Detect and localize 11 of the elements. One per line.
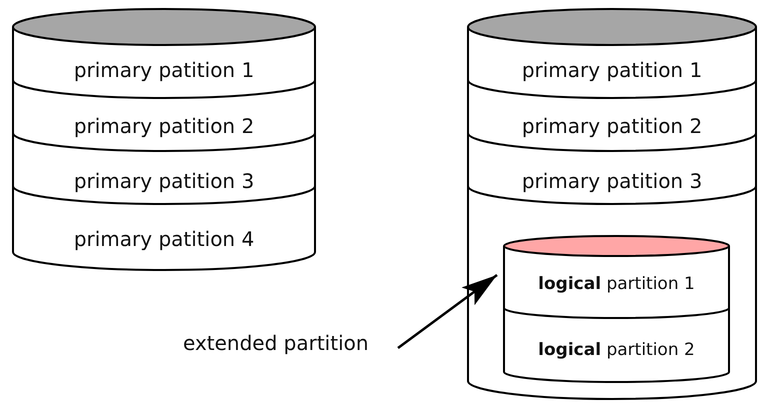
partition-label: logical partition 1 [503, 258, 730, 310]
partition-label: primary patition 2 [467, 101, 757, 151]
partition-label: logical partition 2 [503, 324, 730, 376]
partition-label: primary patition 1 [12, 45, 316, 95]
partition-label: primary patition 3 [467, 156, 757, 206]
arrow [397, 274, 498, 349]
partition-label: primary patition 3 [12, 156, 316, 206]
callout-text: extended partition [183, 331, 369, 355]
partition-label: primary patition 1 [467, 45, 757, 95]
partition-label: primary patition 2 [12, 101, 316, 151]
partition-label: primary patition 4 [12, 214, 316, 264]
